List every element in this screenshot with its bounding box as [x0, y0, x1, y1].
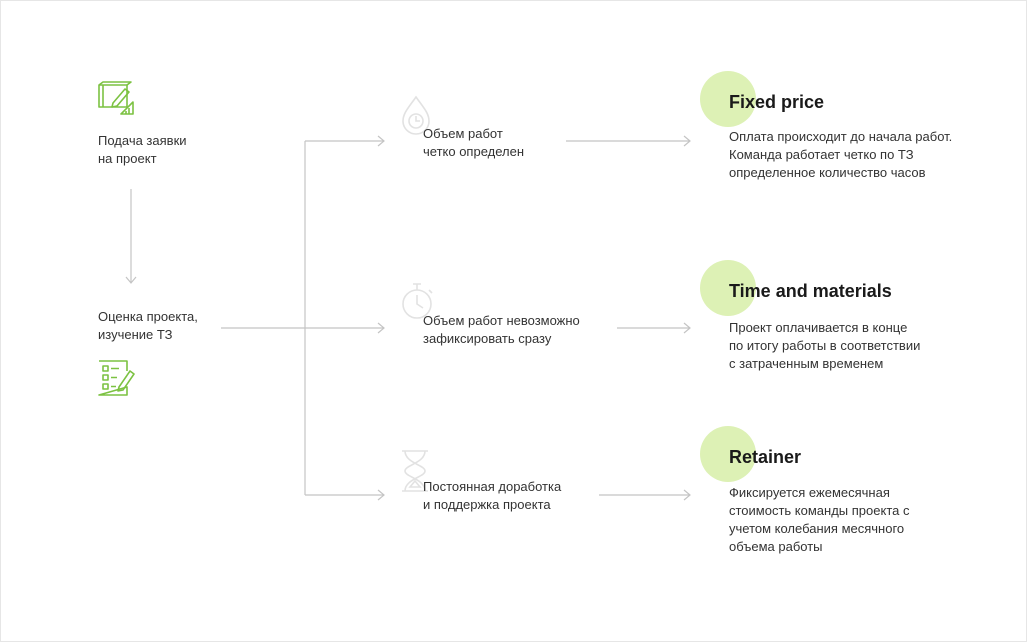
time-and-materials-description: Проект оплачивается в конце по итогу раб… — [729, 320, 921, 371]
fixed-price-description: Оплата происходит до начала работ. Коман… — [729, 129, 953, 180]
arrowhead-model-3 — [683, 489, 691, 501]
arrowhead-branch-3 — [377, 489, 385, 501]
time-and-materials-title: Time and materials — [729, 281, 892, 301]
arrowhead-branch-1 — [377, 135, 385, 147]
checklist-icon — [97, 359, 135, 397]
drop-clock-icon — [399, 95, 433, 135]
arrowhead-model-1 — [683, 135, 691, 147]
arrowhead-branch-2 — [377, 322, 385, 334]
condition-fixed-scope-label: Объем работ четко определен — [423, 126, 525, 159]
fixed-price-accent-blob — [700, 71, 756, 127]
arrowhead-submit-evaluate — [125, 276, 137, 284]
condition-unfixed-scope-label: Объем работ невозможно зафиксировать сра… — [423, 313, 580, 346]
condition-ongoing-support-label: Постоянная доработка и поддержка проекта — [423, 479, 562, 512]
retainer-title: Retainer — [729, 447, 802, 467]
retainer-description: Фиксируется ежемесячная стоимость команд… — [729, 485, 910, 554]
step-evaluate-label: Оценка проекта, изучение ТЗ — [98, 309, 198, 342]
hourglass-icon — [400, 449, 430, 493]
fixed-price-title: Fixed price — [729, 92, 825, 112]
retainer-accent-blob — [700, 426, 756, 482]
arrowhead-model-2 — [683, 322, 691, 334]
step-submit-label: Подача заявки на проект — [98, 133, 187, 166]
stopwatch-icon — [399, 281, 435, 321]
drafting-icon — [97, 81, 135, 117]
time-and-materials-accent-blob — [700, 260, 756, 316]
